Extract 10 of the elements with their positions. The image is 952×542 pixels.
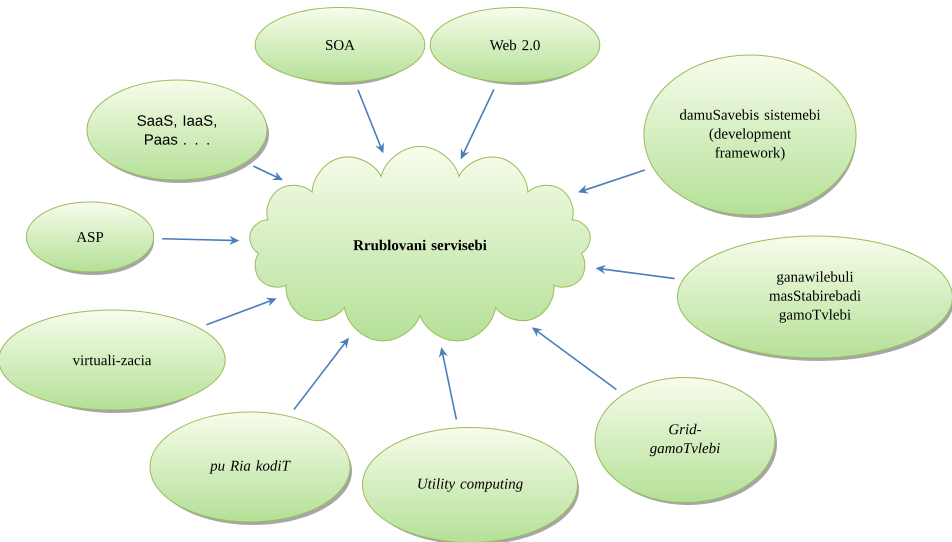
ellipse-node: pu Ria kodiT (150, 412, 352, 525)
ellipse-node: Web 2.0 (430, 7, 600, 85)
ellipse-node: damuSavebis sistemebi (development framework) (643, 54, 857, 218)
ellipse-node: SOA (254, 7, 426, 85)
ellipse-node: SaaS, IaaS, Paas . . . (86, 80, 269, 183)
ellipse-node: ASP (26, 202, 154, 275)
ellipse-node: Utility computing (362, 427, 579, 542)
ellipse-node: ganawilebuli masStabirebadi gamoTvlebi (677, 236, 952, 361)
ellipse-node: Grid- gamoTvlebi (594, 377, 777, 505)
ellipse-node: virtuali-zacia (0, 310, 226, 413)
